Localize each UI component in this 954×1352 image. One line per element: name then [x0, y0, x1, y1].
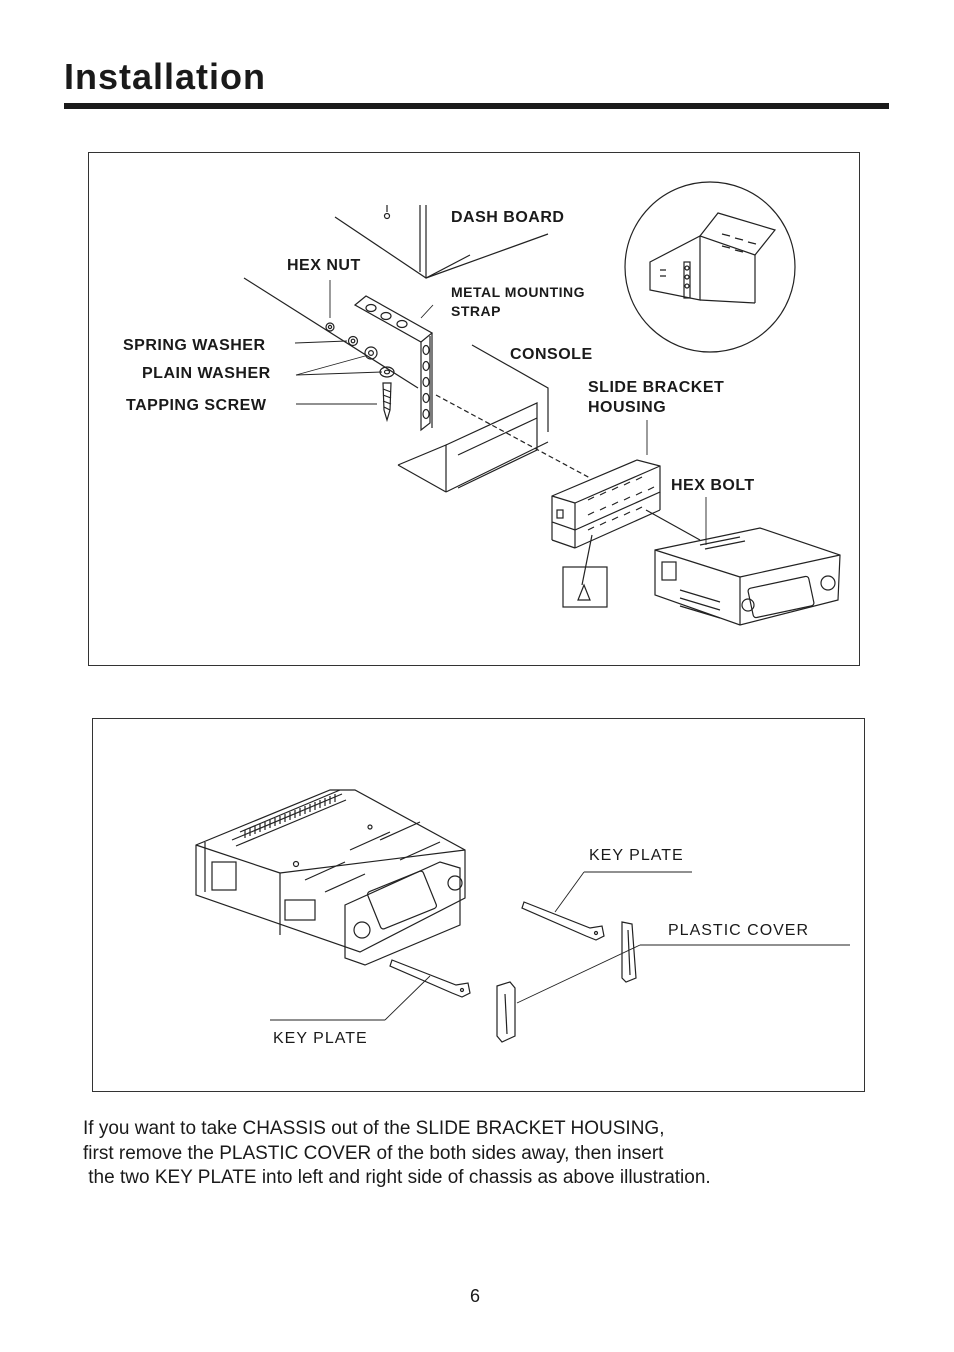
label-tapping-screw: TAPPING SCREW [126, 397, 267, 414]
instructions-line-1: If you want to take CHASSIS out of the S… [83, 1118, 665, 1139]
removal-diagram-frame [92, 718, 865, 1092]
label-metal-mounting-strap-line1: METAL MOUNTING [451, 284, 586, 300]
mounting-diagram-frame [88, 152, 860, 666]
instructions-line-2: first remove the PLASTIC COVER of the bo… [83, 1142, 664, 1164]
label-plastic-cover: PLASTIC COVER [668, 922, 810, 939]
label-spring-washer: SPRING WASHER [123, 337, 266, 354]
label-key-plate-left: KEY PLATE [273, 1030, 368, 1047]
instructions-paragraph: If you want to take CHASSIS out of the S… [83, 1117, 711, 1191]
page-title: Installation [64, 56, 267, 97]
title-rule [64, 103, 889, 109]
label-metal-mounting-strap-line2: STRAP [451, 303, 501, 319]
label-slide-bracket-housing-line2: HOUSING [588, 399, 667, 416]
label-console: CONSOLE [510, 346, 593, 363]
page-number: 6 [470, 1286, 481, 1306]
label-key-plate-right: KEY PLATE [589, 847, 684, 864]
instructions-line-3: the two KEY PLATE into left and right si… [83, 1167, 711, 1188]
label-hex-bolt: HEX BOLT [671, 477, 755, 494]
label-hex-nut: HEX NUT [287, 257, 361, 274]
label-slide-bracket-housing-line1: SLIDE BRACKET [588, 379, 725, 396]
label-dash-board: DASH BOARD [451, 209, 565, 226]
label-plain-washer: PLAIN WASHER [142, 365, 271, 382]
